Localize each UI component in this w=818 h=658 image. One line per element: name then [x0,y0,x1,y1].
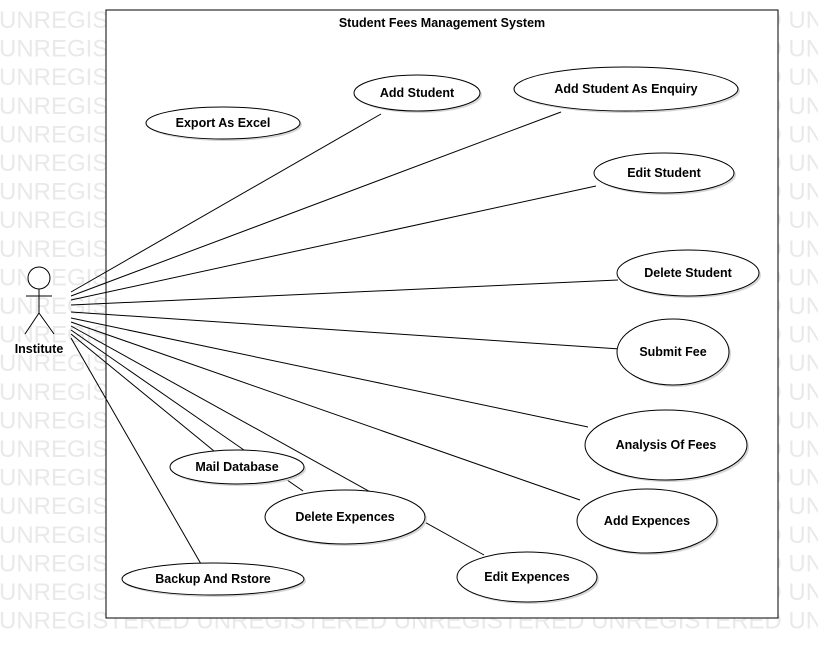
use-case-label: Mail Database [195,460,278,474]
use-case-add-student[interactable]: Add Student [353,74,482,113]
use-case-ellipse [264,489,426,545]
use-case-label: Edit Expences [484,570,569,584]
use-case-edit-expences[interactable]: Edit Expences [456,551,599,604]
use-case-ellipse [616,318,730,386]
use-case-backup-and-rstore[interactable]: Backup And Rstore [121,562,306,597]
use-case-add-student-as-enquiry[interactable]: Add Student As Enquiry [513,66,740,113]
use-case-ellipse [121,562,305,596]
use-case-delete-student[interactable]: Delete Student [616,249,761,298]
use-case-label: Delete Expences [295,510,394,524]
association-edit-student [70,185,597,301]
association-delete-student [70,279,619,306]
actor-stick-figure-icon [24,266,55,335]
association-backup-and-rstore [70,337,202,565]
use-case-ellipse [513,66,739,112]
use-case-ellipse [576,488,718,554]
use-case-ellipse [584,409,748,481]
use-case-edit-student[interactable]: Edit Student [593,152,736,195]
use-case-ellipse [145,106,301,140]
use-case-export-as-excel[interactable]: Export As Excel [145,106,302,141]
actor[interactable]: Institute [15,266,64,356]
use-case-ellipse [169,449,305,485]
system-title: Student Fees Management System [339,16,545,30]
use-case-ellipse [353,74,481,112]
use-case-submit-fee[interactable]: Submit Fee [616,318,731,387]
use-case-analysis-of-fees[interactable]: Analysis Of Fees [584,409,749,482]
use-case-ellipse [593,152,735,194]
use-cases: Export As Excel Add Student Add Student As… [121,66,761,604]
use-case-label: Add Expences [604,514,690,528]
actor-name: Institute [15,342,64,356]
association-mail-database [70,333,215,452]
use-case-label: Analysis Of Fees [616,438,717,452]
association-add-student-as-enquiry [70,111,562,297]
association-add-expences [70,321,581,501]
use-case-delete-expences[interactable]: Delete Expences [264,489,427,546]
use-case-add-expences[interactable]: Add Expences [576,488,719,555]
use-case-label: Edit Student [627,166,701,180]
association-submit-fee [70,311,621,350]
use-case-mail-database[interactable]: Mail Database [169,449,306,486]
association-analysis-of-fees [70,317,589,428]
association-add-student [70,113,382,293]
use-case-label: Add Student [380,86,455,100]
use-case-label: Delete Student [644,266,732,280]
use-case-ellipse [456,551,598,603]
use-case-label: Export As Excel [176,116,271,130]
use-case-ellipse [616,249,760,297]
use-case-label: Submit Fee [639,345,706,359]
use-case-label: Add Student As Enquiry [554,82,697,96]
use-case-label: Backup And Rstore [155,572,271,586]
